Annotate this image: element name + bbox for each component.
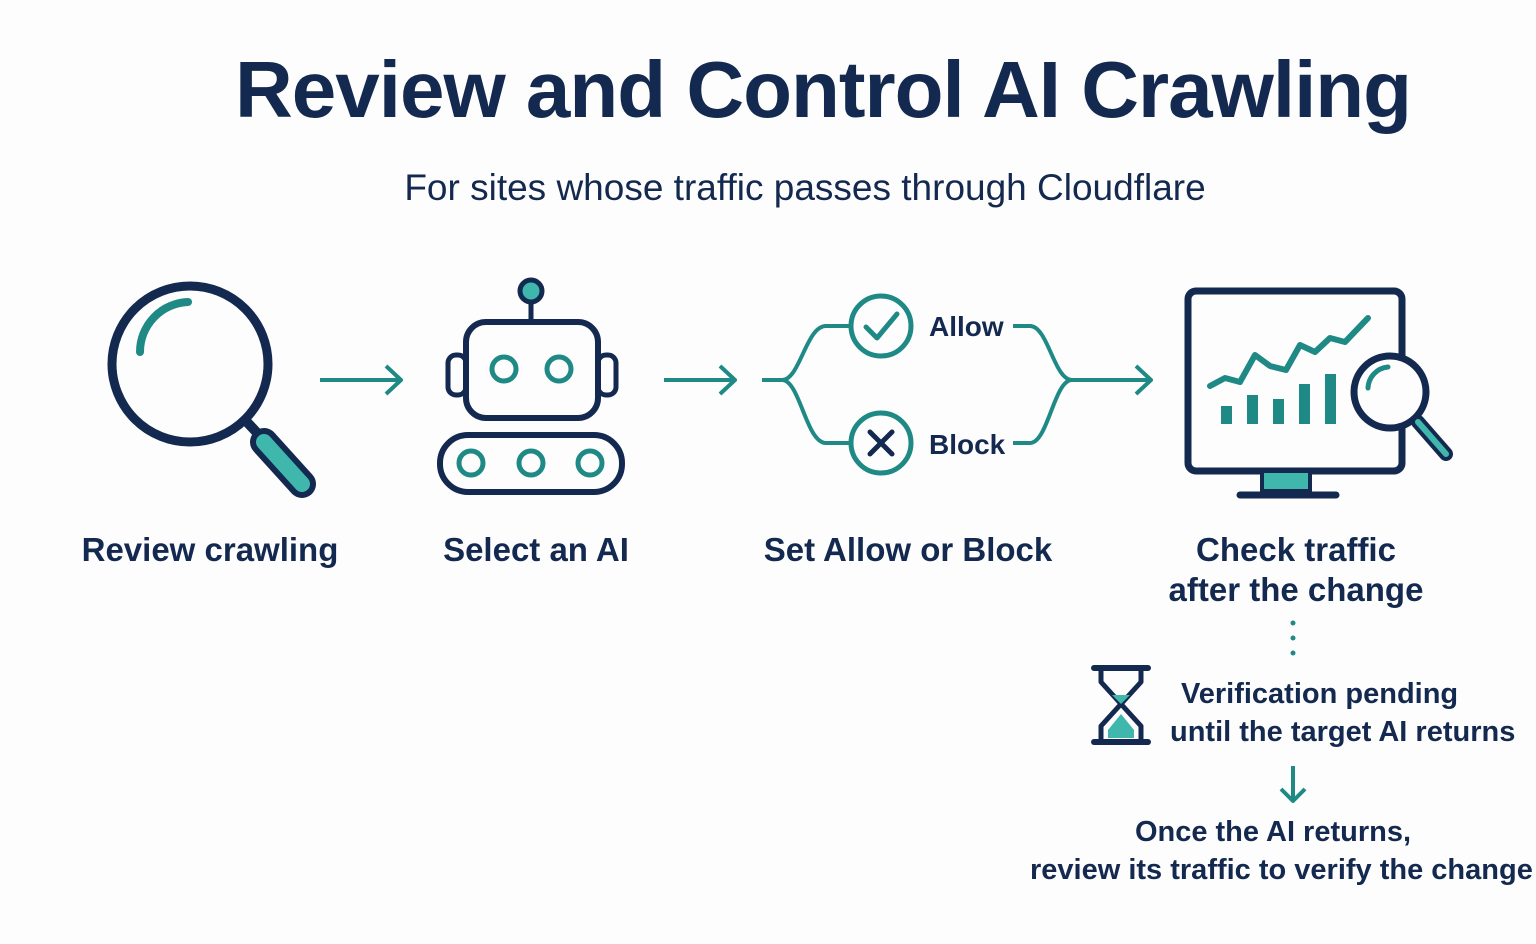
arrow-down-icon bbox=[1279, 766, 1307, 803]
arrow-right-icon bbox=[320, 364, 403, 396]
step-label-review: Review crawling bbox=[81, 531, 339, 568]
branch-icon bbox=[762, 293, 1153, 476]
page-subtitle: For sites whose traffic passes through C… bbox=[404, 167, 1206, 208]
final-note-line1: Once the AI returns, bbox=[1134, 816, 1412, 848]
pending-note: Verification pending until the target AI… bbox=[1170, 676, 1516, 751]
arrow-right-icon bbox=[664, 364, 737, 396]
robot-icon bbox=[437, 277, 625, 495]
step-label-select: Select an AI bbox=[443, 531, 629, 568]
step-label-check-line1: Check traffic bbox=[1196, 531, 1396, 568]
page-title: Review and Control AI Crawling bbox=[234, 45, 1412, 134]
final-note: Once the AI returns, review its traffic … bbox=[1030, 814, 1533, 889]
allow-label: Allow bbox=[929, 311, 1004, 342]
pending-note-line2: until the target AI returns bbox=[1170, 715, 1516, 748]
hourglass-icon bbox=[1091, 665, 1151, 745]
step-label-check-line2: after the change bbox=[1168, 570, 1424, 608]
check-circle-icon bbox=[848, 293, 914, 359]
step-label-set: Set Allow or Block bbox=[763, 531, 1053, 568]
block-label: Block bbox=[929, 429, 1006, 460]
pending-note-line1: Verification pending bbox=[1181, 678, 1459, 710]
dotted-connector bbox=[1290, 620, 1296, 656]
monitor-chart-icon bbox=[1184, 287, 1453, 499]
x-circle-icon bbox=[848, 410, 914, 476]
final-note-line2: review its traffic to verify the change bbox=[1030, 853, 1533, 886]
step-label-check: Check traffic after the change bbox=[1146, 530, 1446, 609]
magnifier-icon bbox=[107, 281, 316, 498]
